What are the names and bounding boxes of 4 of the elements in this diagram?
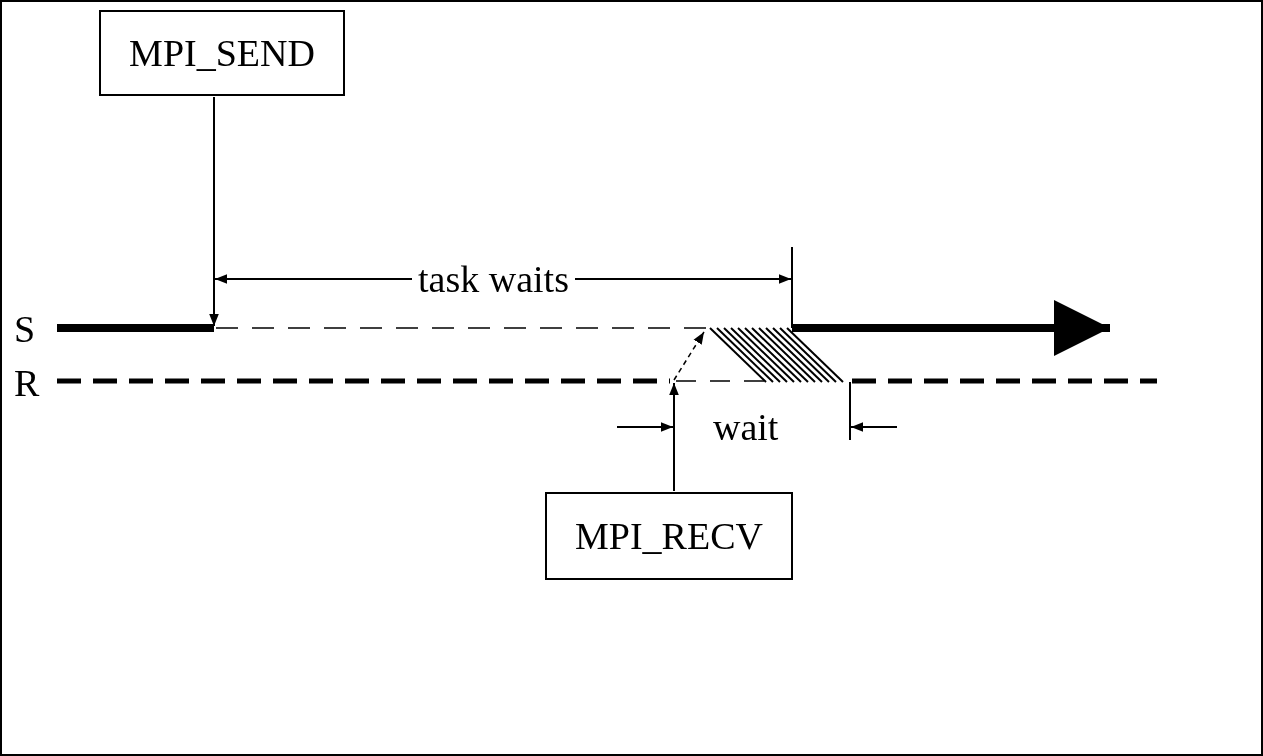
function-box: MPI_SEND bbox=[99, 10, 345, 96]
leader-arrow bbox=[669, 382, 679, 492]
function-box: MPI_RECV bbox=[545, 492, 793, 580]
leader-arrow bbox=[209, 96, 219, 327]
